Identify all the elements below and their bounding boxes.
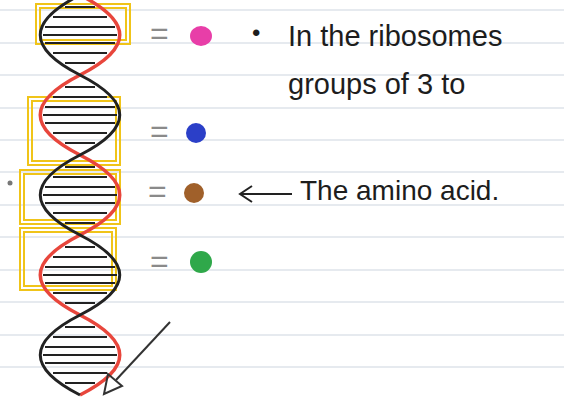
equals-sign: = [150, 112, 186, 150]
note-text: The amino acid. [300, 174, 558, 208]
margin-dot [8, 181, 13, 186]
equals-sign: = [150, 242, 186, 280]
bullet: • [252, 18, 276, 47]
equals-sign: = [150, 14, 186, 52]
pointer-arrow [240, 186, 292, 202]
note-text: In the ribosomes groups of 3 to [288, 12, 560, 108]
amino-acid-dots [184, 26, 212, 273]
down-arrow [104, 322, 170, 394]
equals-sign: = [148, 172, 184, 210]
dna-helix [40, 0, 120, 395]
